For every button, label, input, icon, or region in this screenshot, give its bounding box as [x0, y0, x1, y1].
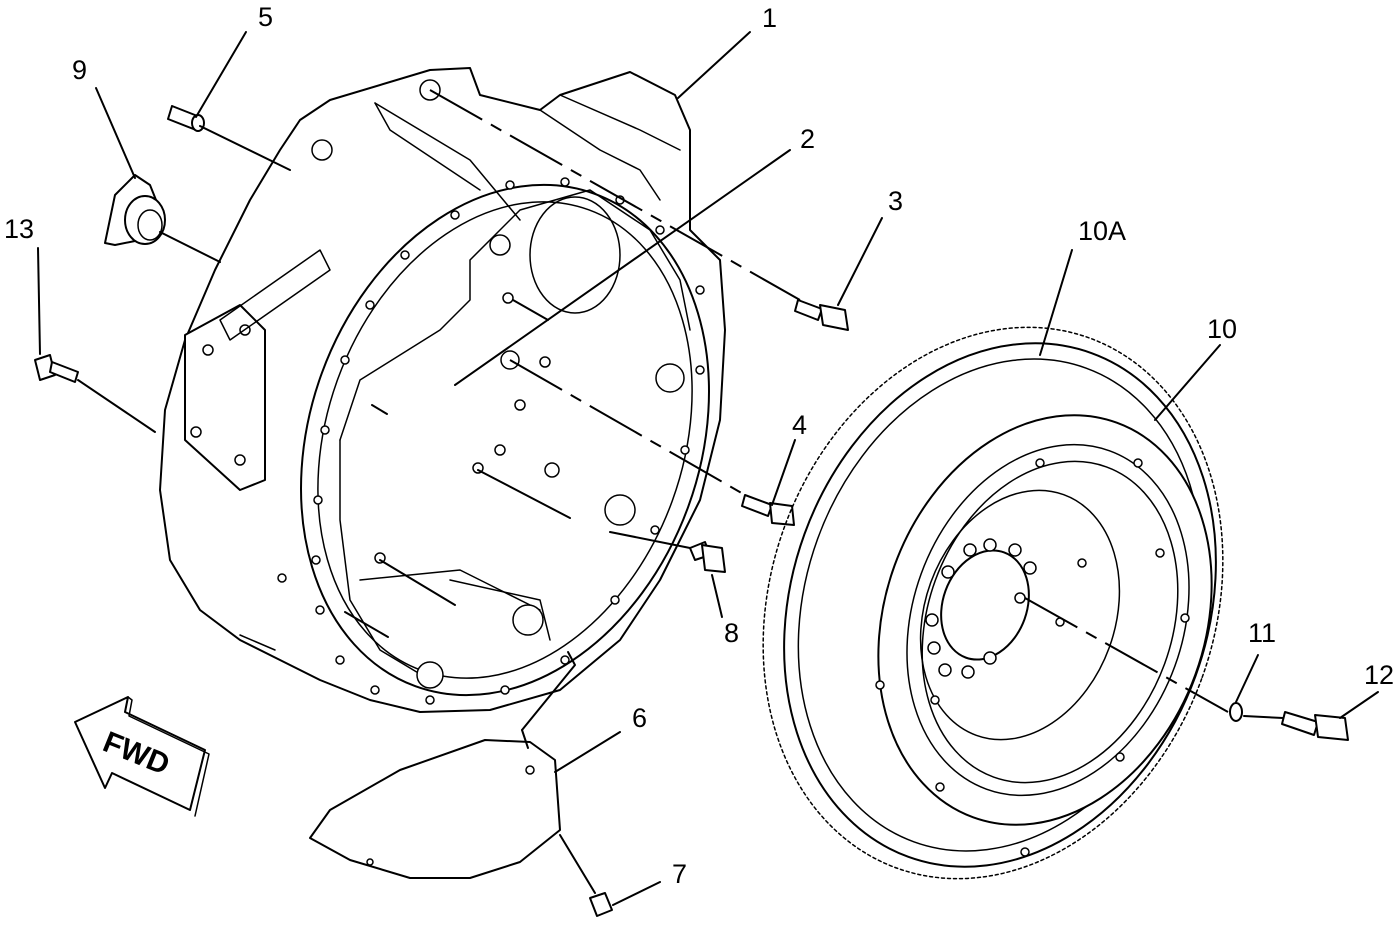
forward-direction-arrow: FWD [74, 696, 210, 817]
callout-5: 5 [258, 2, 273, 32]
callout-3: 3 [888, 186, 903, 216]
timing-cover-plug [104, 174, 166, 246]
flywheel [762, 326, 1224, 880]
callout-8: 8 [724, 618, 739, 648]
drain-plug [689, 541, 726, 573]
callout-13: 13 [4, 214, 34, 244]
screw-7 [589, 892, 613, 917]
callout-4: 4 [792, 410, 807, 440]
callout-10: 10 [1207, 314, 1237, 344]
dowel-pin [167, 105, 205, 132]
callout-10a: 10A [1078, 216, 1126, 246]
part-labels: 1 2 3 4 5 6 7 8 9 10 10A 11 12 13 [4, 2, 1394, 889]
callout-11: 11 [1248, 618, 1276, 648]
inspection-cover [309, 739, 561, 879]
bolt-13 [34, 354, 79, 383]
callout-12: 12 [1364, 660, 1394, 690]
leader-lines [37, 31, 1379, 906]
callout-9: 9 [72, 55, 87, 85]
bolt-12 [1281, 711, 1349, 741]
bolt-3 [794, 299, 849, 331]
callout-6: 6 [632, 703, 647, 733]
callout-2: 2 [800, 124, 815, 154]
callout-1: 1 [762, 3, 777, 33]
flywheel-housing [159, 67, 726, 713]
bolt-4 [741, 494, 795, 526]
callout-7: 7 [672, 859, 687, 889]
washer [1229, 702, 1243, 722]
